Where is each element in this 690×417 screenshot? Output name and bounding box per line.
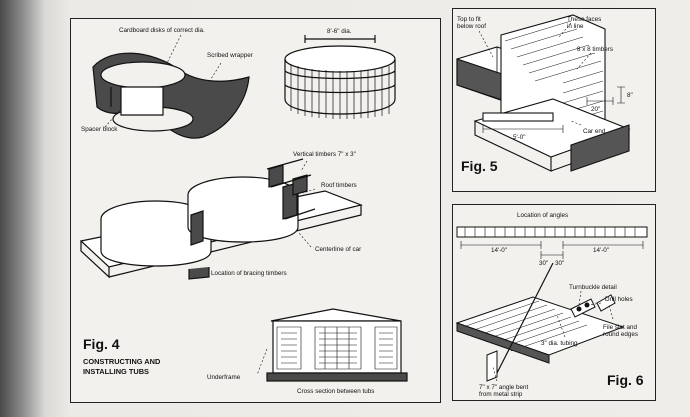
fig4-panel: Cardboard disks of correct dia. Scribed … [70, 18, 441, 403]
crossbar [482, 112, 554, 122]
turnbuckle-slot [596, 294, 616, 312]
fig4-caption-line1: CONSTRUCTING AND [83, 357, 161, 366]
label-location-angles: Location of angles [517, 212, 568, 219]
label-8x8-timbers: 8 x 8 timbers [577, 46, 613, 53]
label-spacer-block: Spacer block [81, 126, 118, 133]
label-dim-20: 20" [591, 106, 600, 113]
label-dim-30-b: 30" [555, 260, 564, 267]
label-angle-line1: 7" x 7" angle bent [479, 384, 529, 391]
label-top-fit-line1: Top to fit [457, 16, 481, 23]
fig4-number: Fig. 4 [83, 336, 120, 352]
label-dim-5ft: 5'-0" [513, 134, 526, 141]
label-drill-holes: Drill holes [605, 296, 633, 303]
end-beam [570, 124, 630, 172]
label-turnbuckle: Turnbuckle detail [569, 284, 617, 291]
fig6-number: Fig. 6 [607, 372, 644, 388]
label-cross-section: Cross section between tubs [297, 388, 374, 395]
fig5-drawing: Top to fit below roof These faces in lin… [456, 14, 633, 174]
label-cardboard-disks: Cardboard disks of correct dia. [119, 27, 205, 34]
angle-bracket [486, 350, 498, 382]
cross-section-roof [270, 308, 402, 322]
label-dim-14ft-right: 14'-0" [593, 247, 609, 254]
label-car-end: Car end [583, 128, 606, 135]
label-file-slot-line2: round edges [603, 331, 638, 338]
angle-strip [456, 226, 648, 238]
fig6-panel: Location of angles 14'-0" 14'-0" 30" 30"… [452, 204, 656, 401]
label-dim-8: 8" [627, 92, 633, 99]
label-roof-timbers: Roof timbers [321, 182, 357, 189]
label-file-slot-line1: File slot and [603, 324, 637, 331]
label-faces-line1: These faces [567, 16, 601, 23]
label-dim-14ft-left: 14'-0" [491, 247, 507, 254]
fig6-drawing: Location of angles 14'-0" 14'-0" 30" 30"… [455, 212, 648, 398]
fig5-number: Fig. 5 [461, 158, 498, 174]
label-faces-line2: in line [567, 23, 584, 30]
underframe [266, 372, 408, 382]
label-tub-diameter: 8'-6" dia. [327, 28, 352, 35]
tub-top [284, 45, 396, 73]
label-centerline: Centerline of car [315, 246, 361, 253]
spacer-block [120, 86, 164, 116]
label-vertical-timbers: Vertical timbers 7" x 3" [293, 151, 356, 158]
label-bracing-timbers: Location of bracing timbers [211, 270, 287, 277]
cardboard-disk-top [100, 61, 186, 89]
label-underframe: Underframe [207, 374, 241, 381]
label-dim-30-a: 30" [539, 260, 548, 267]
fig5-panel: Top to fit below roof These faces in lin… [452, 8, 656, 192]
fig4-drawing: Cardboard disks of correct dia. Scribed … [79, 27, 408, 395]
label-tubing: 3" dia. tubing [541, 340, 578, 347]
label-scribed-wrapper: Scribed wrapper [207, 52, 253, 59]
sill-beam [456, 322, 550, 364]
label-top-fit-line2: below roof [457, 23, 486, 30]
fig4-caption-line2: INSTALLING TUBS [83, 367, 149, 376]
label-angle-line2: from metal strip [479, 391, 523, 398]
tie-rod [496, 262, 554, 374]
